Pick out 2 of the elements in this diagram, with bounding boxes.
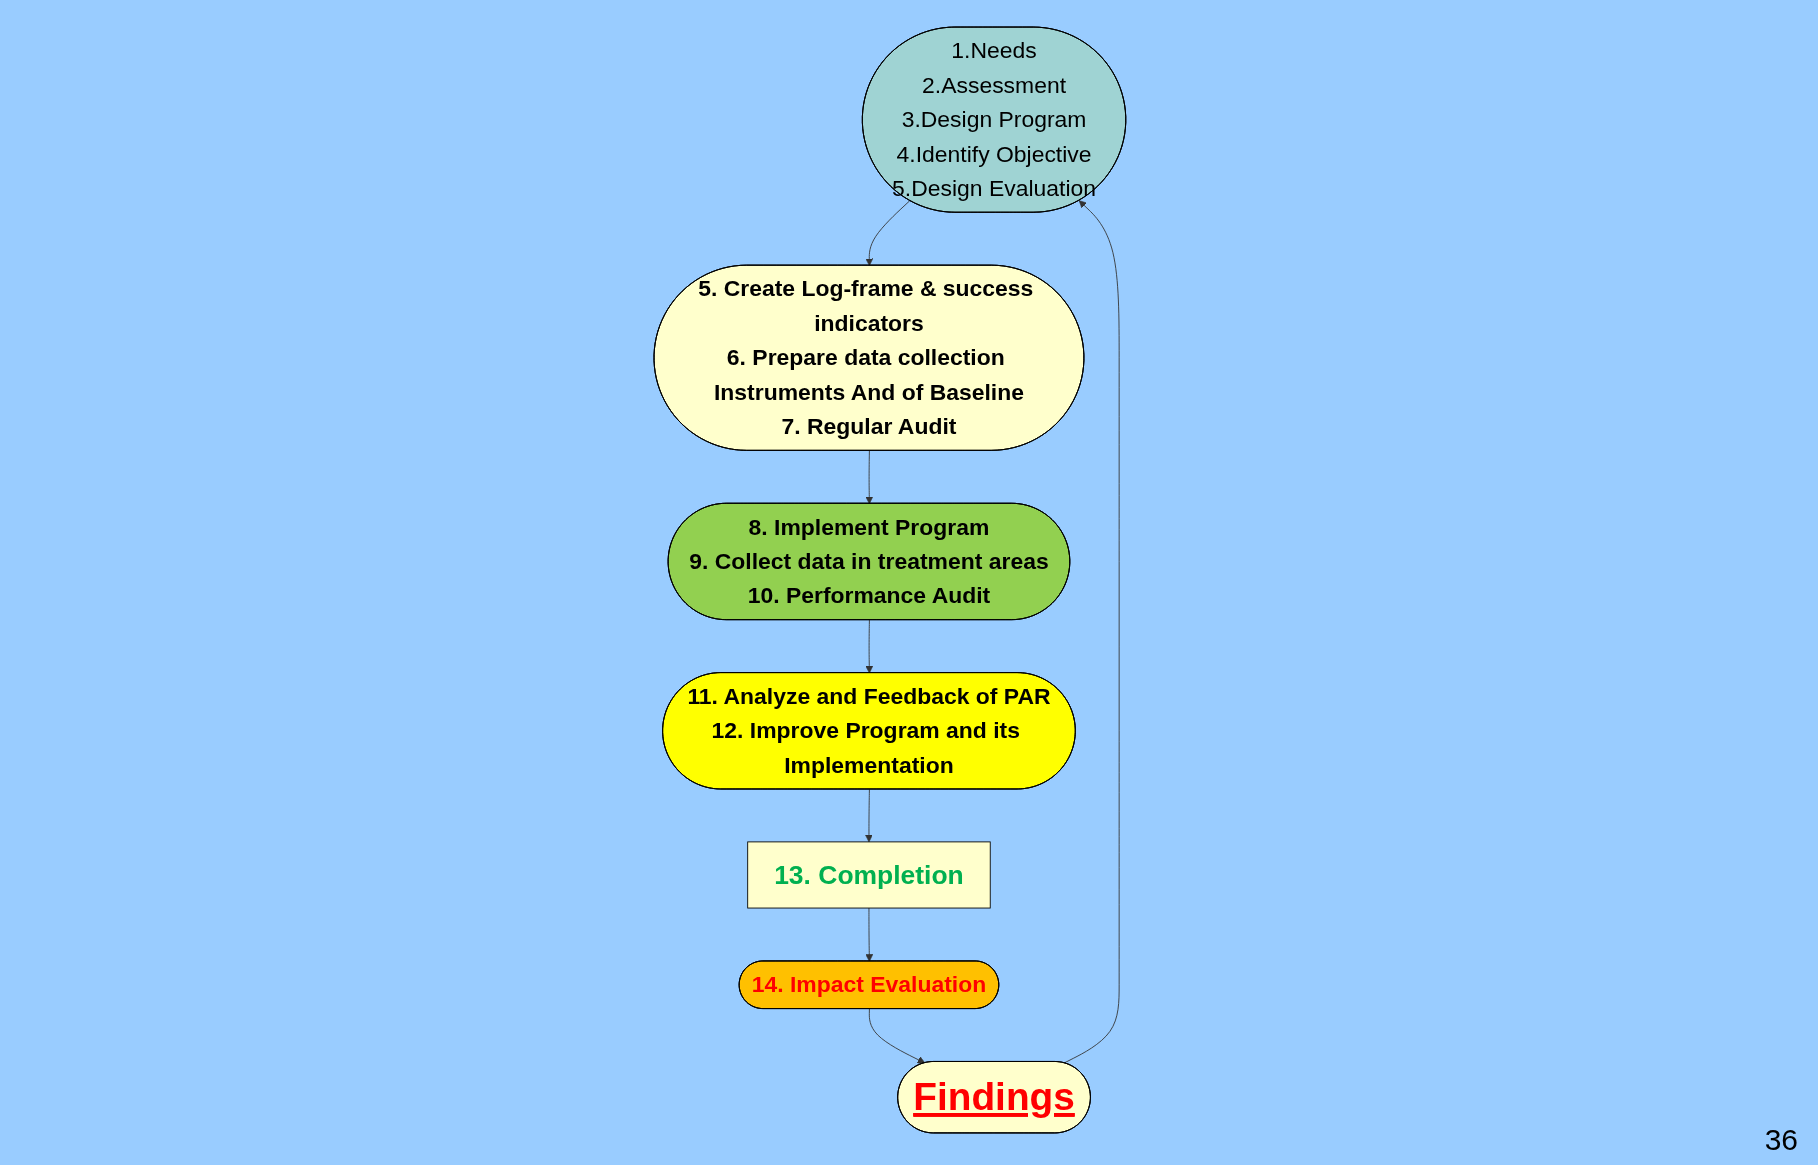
node-box: 13. Completion <box>747 841 991 909</box>
page-number: 36 <box>1764 1123 1798 1157</box>
